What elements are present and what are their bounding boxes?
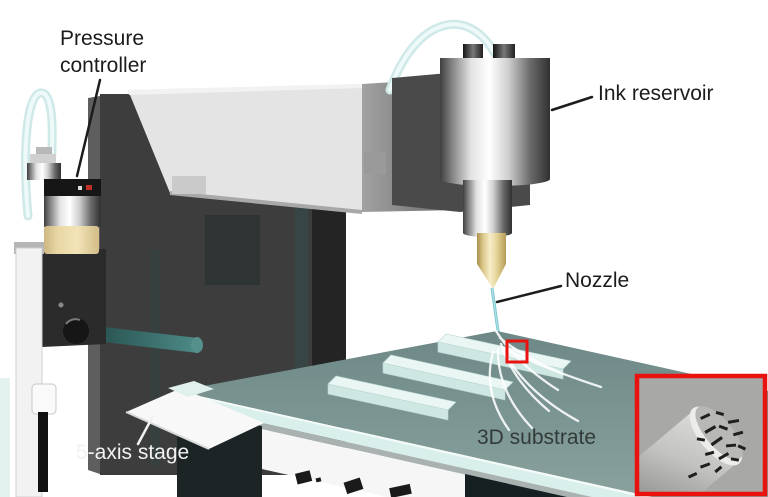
stage-support-arm (126, 388, 264, 449)
nozzle-assembly (463, 180, 512, 289)
pressure-tube (21, 88, 57, 221)
nozzle-leader-line (495, 284, 563, 304)
inset-border (634, 373, 768, 497)
pressure-controller-assembly (0, 88, 203, 497)
adjustment-knob (63, 318, 89, 344)
cross-section-inset (634, 373, 768, 497)
pressure-controller-label: Pressure controller (60, 27, 147, 77)
stage-leader-line (136, 414, 155, 446)
nozzle-label: Nozzle (565, 269, 630, 292)
pressure-leader-line (75, 78, 102, 178)
printed-pattern-dashes (687, 410, 747, 479)
ink-reservoir-label: Ink reservoir (598, 82, 714, 105)
ink-reservoir (440, 44, 550, 186)
stage-label: 5-axis stage (76, 441, 190, 464)
leader-lines (75, 78, 594, 446)
stage-platform (125, 331, 768, 497)
base-markings (294, 470, 412, 497)
ink-feed-tube (385, 20, 500, 95)
substrate-steps (327, 333, 572, 421)
substrate-cylinder-body (639, 410, 738, 492)
print-region-marker (505, 339, 529, 364)
substrate-label: 3D substrate (477, 426, 597, 449)
ink-leader-line (550, 95, 594, 112)
